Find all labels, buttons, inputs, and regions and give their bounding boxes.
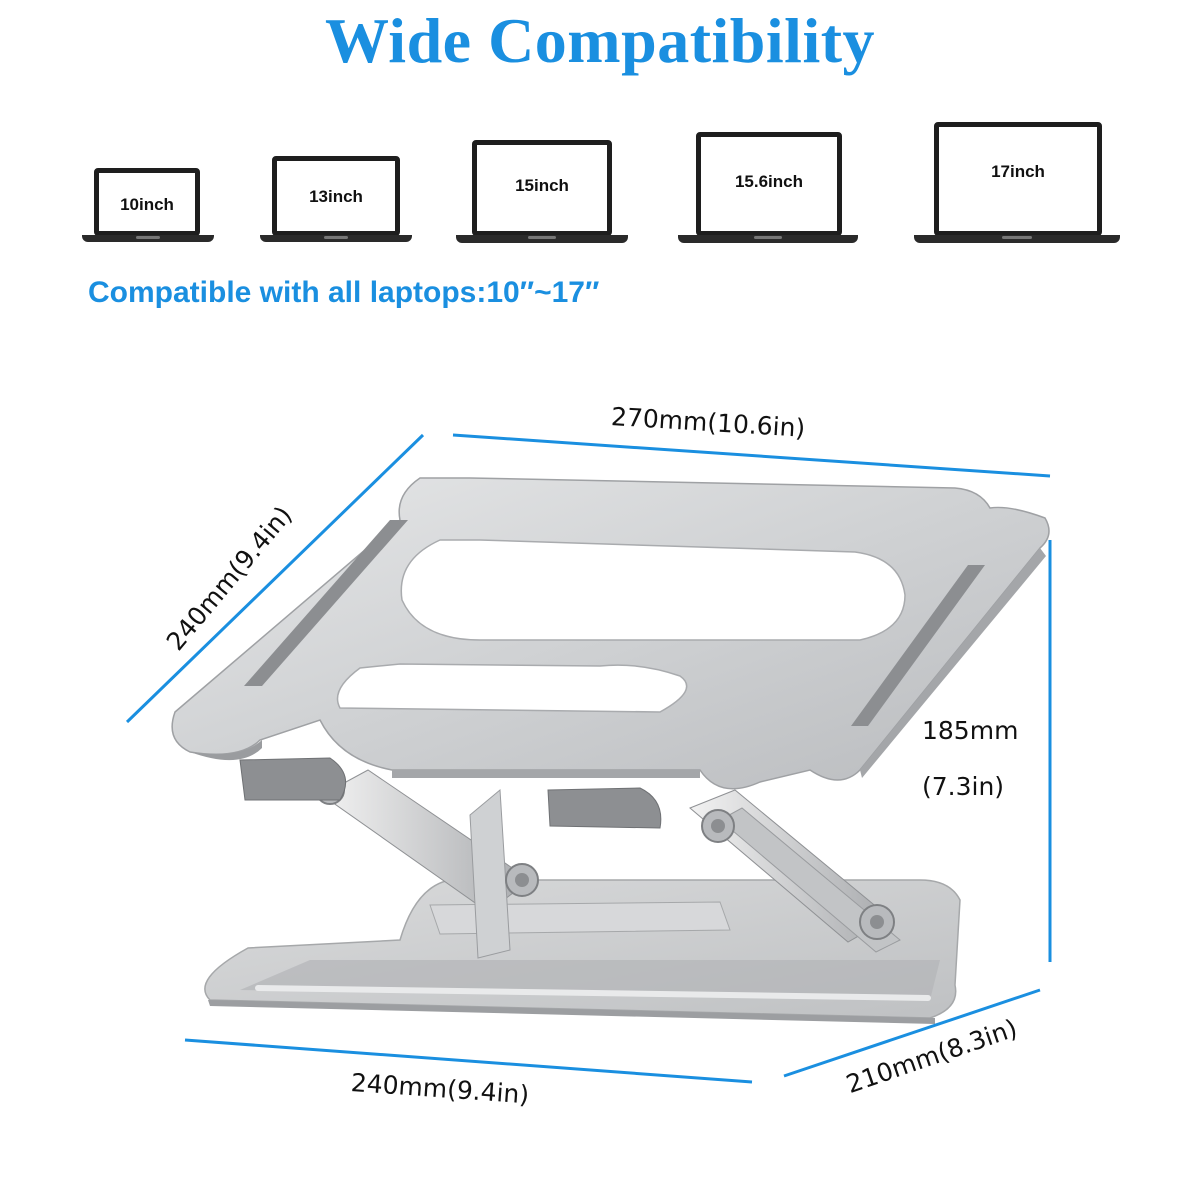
laptop-size-label: 10inch	[120, 195, 174, 214]
stand-right-arm	[689, 789, 901, 953]
laptop-icon-10inch: 10inch	[82, 168, 214, 244]
page-title: Wide Compatibility	[324, 5, 876, 76]
stand-right-clip	[547, 787, 662, 829]
dimension-lines	[125, 433, 1052, 1084]
stand-left-arm	[315, 769, 539, 959]
laptop-size-label: 15.6inch	[734, 172, 804, 191]
laptop-icon-15inch: 15inch	[456, 140, 628, 244]
dimension-line-base-width	[184, 1038, 753, 1084]
dimension-line-top-depth	[125, 433, 425, 724]
laptop-size-label: 13inch	[309, 187, 363, 206]
laptop-size-label: 15inch	[515, 176, 569, 195]
laptop-icon-13inch: 13inch	[260, 156, 412, 244]
laptop-icon-15-6inch: 15.6inch	[678, 132, 858, 244]
laptop-size-label: 17inch	[991, 162, 1045, 181]
dimension-line-top-width	[452, 433, 1051, 478]
stand-left-clip	[239, 757, 347, 801]
stand-base	[204, 878, 961, 1024]
dimension-line-base-depth	[783, 988, 1041, 1078]
compatibility-subtitle: Compatible with all laptops:10″~17″	[88, 276, 600, 309]
stand-top-tray	[171, 477, 1050, 790]
height-in-label: (7.3in)	[922, 772, 1005, 801]
laptop-icon-17inch: 17inch	[914, 122, 1120, 244]
height-mm-label: 185mm	[922, 716, 1019, 745]
